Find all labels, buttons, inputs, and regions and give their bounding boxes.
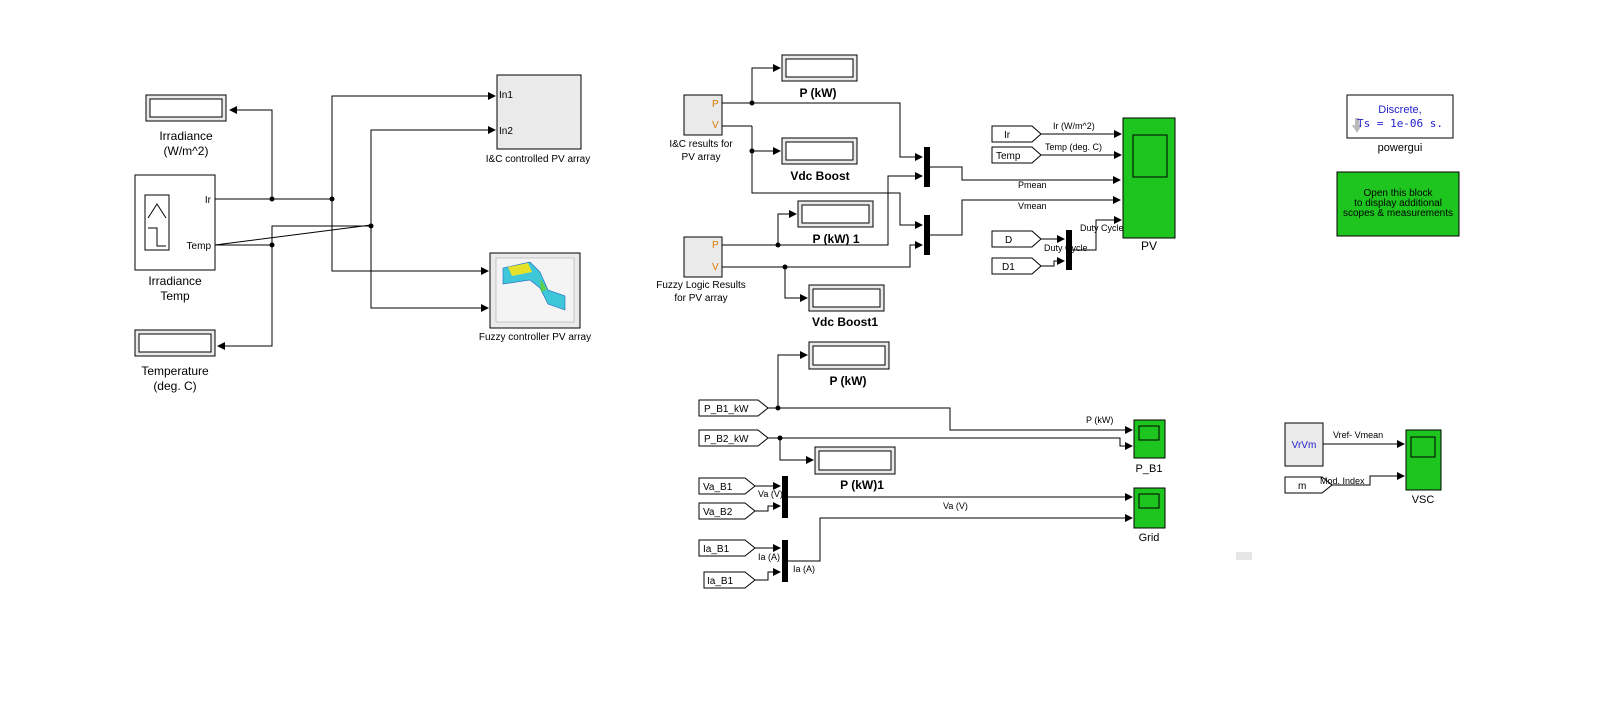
irradiance-display-block[interactable] (145, 94, 227, 122)
display-p-kw-1-label: P (kW) 1 (812, 232, 859, 246)
open-measurements-block[interactable] (1336, 171, 1460, 237)
goto-ir[interactable] (991, 125, 1042, 143)
display-p-kw[interactable] (781, 54, 858, 82)
fuzzy-results-block[interactable] (683, 236, 723, 278)
left-wires (214, 92, 496, 350)
scope-vsc-label: VSC (1412, 494, 1435, 506)
signal-duty-cycle-1: Duty Cycle (1044, 243, 1088, 253)
fuzzy-port-p: P (712, 240, 719, 251)
from-p-b1-kw-label: P_B1_kW (704, 404, 749, 415)
download-arrow-icon (1352, 118, 1362, 133)
signal-waveform-icon (147, 203, 167, 247)
from-ia-b1-a-label: Ia_B1 (703, 544, 730, 555)
pv-scope-wires (1041, 130, 1122, 267)
from-va-b1-label: Va_B1 (703, 482, 733, 493)
signal-ia-1: Ia (A) (758, 552, 780, 562)
display-p-kw-b[interactable] (808, 341, 890, 370)
goto-temp[interactable] (991, 146, 1042, 164)
from-vrvm-label: VrVm (1292, 440, 1317, 451)
from-p-b2-kw-label: P_B2_kW (704, 434, 749, 445)
from-vrvm[interactable] (1284, 422, 1324, 467)
temperature-display-label: Temperature(deg. C) (141, 364, 209, 393)
scope-grid-label: Grid (1139, 532, 1160, 544)
goto-temp-label: Temp (996, 151, 1021, 162)
middle-top-wires (722, 64, 1121, 302)
from-ia-b1-b[interactable] (703, 571, 756, 589)
display-vdc-boost1-label: Vdc Boost1 (812, 315, 878, 329)
from-m[interactable] (1284, 476, 1333, 494)
signal-ia-2: Ia (A) (793, 564, 815, 574)
fuzzy-port-v: V (712, 262, 719, 273)
ic-port-in1: In1 (499, 90, 513, 101)
signal-va-2: Va (V) (943, 501, 968, 511)
ic-port-p: P (712, 99, 719, 110)
vsc-wires (1323, 440, 1405, 486)
scope-p-b1-label: P_B1 (1136, 463, 1163, 475)
goto-d-label: D (1005, 235, 1012, 246)
signal-ir: Ir (W/m^2) (1053, 121, 1095, 131)
source-port-temp: Temp (187, 241, 212, 252)
from-p-b2-kw[interactable] (698, 429, 769, 447)
from-p-b1-kw[interactable] (698, 399, 769, 417)
display-vdc-boost-label: Vdc Boost (790, 169, 849, 183)
ic-array-label: I&C controlled PV array (486, 154, 591, 165)
goto-d1-label: D1 (1002, 262, 1015, 273)
goto-ir-label: Ir (1004, 130, 1011, 141)
display-vdc-boost1[interactable] (808, 284, 885, 312)
powergui-line1: Discrete, (1378, 104, 1421, 116)
mux-vmean[interactable] (924, 215, 930, 255)
scope-vsc[interactable] (1405, 429, 1442, 491)
ic-results-block[interactable] (683, 94, 723, 136)
from-ia-b1-a[interactable] (698, 539, 756, 557)
ic-port-in2: In2 (499, 126, 513, 137)
ic-controlled-pv-array-block[interactable] (496, 74, 582, 150)
signal-duty-cycle-2: Duty Cycle (1080, 223, 1124, 233)
display-p-kw-label: P (kW) (799, 86, 836, 100)
powergui-line2: Ts = 1e-06 s. (1357, 117, 1443, 130)
powergui-block[interactable] (1346, 94, 1454, 139)
fuzzy-controller-pv-array-block[interactable] (489, 252, 581, 329)
from-m-label: m (1298, 481, 1306, 492)
source-port-ir: Ir (205, 195, 212, 206)
signal-mod-index: Mod. Index (1320, 476, 1365, 486)
irradiance-temp-source-block[interactable] (134, 174, 216, 271)
scope-pv[interactable] (1122, 117, 1176, 239)
fuzzy-array-label: Fuzzy controller PV array (479, 332, 591, 343)
from-va-b2-label: Va_B2 (703, 507, 733, 518)
irradiance-display-label: Irradiance(W/m^2) (159, 129, 213, 158)
signal-temp: Temp (deg. C) (1045, 142, 1102, 152)
scope-grid[interactable] (1133, 487, 1166, 529)
display-p-kw-b-label: P (kW) (829, 374, 866, 388)
from-va-b2[interactable] (698, 502, 756, 520)
signal-pmean: Pmean (1018, 180, 1047, 190)
middle-bottom-wires (755, 351, 1133, 581)
mux-pmean[interactable] (924, 147, 930, 187)
from-ia-b1-b-label: Ia_B1 (707, 576, 734, 587)
signal-va-1: Va (V) (758, 489, 783, 499)
signal-vmean: Vmean (1018, 201, 1047, 211)
mux-ia[interactable] (782, 540, 788, 582)
temperature-display-block[interactable] (134, 329, 216, 357)
scope-p-b1[interactable] (1133, 419, 1166, 459)
signal-vref-vmean: Vref- Vmean (1333, 430, 1383, 440)
powergui-label: powergui (1378, 142, 1423, 154)
signal-p-kw: P (kW) (1086, 415, 1113, 425)
from-va-b1[interactable] (698, 477, 756, 495)
display-p-kw-1b-label: P (kW)1 (840, 478, 884, 492)
display-p-kw-1b[interactable] (814, 446, 896, 475)
mux-duty-cycle[interactable] (1066, 230, 1072, 270)
ic-port-v: V (712, 120, 719, 131)
display-p-kw-1[interactable] (797, 200, 874, 228)
selection-marker (1236, 552, 1252, 560)
display-vdc-boost[interactable] (781, 137, 858, 165)
goto-d[interactable] (991, 230, 1042, 248)
scope-pv-label: PV (1141, 239, 1157, 253)
mux-va[interactable] (782, 476, 788, 518)
goto-d1[interactable] (991, 257, 1042, 275)
